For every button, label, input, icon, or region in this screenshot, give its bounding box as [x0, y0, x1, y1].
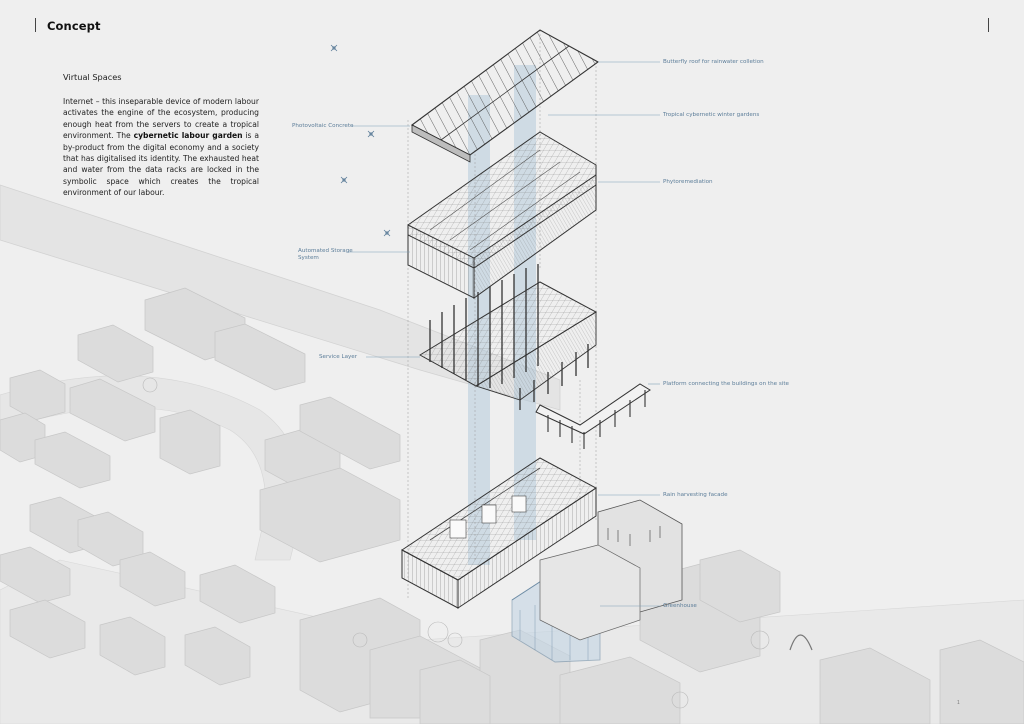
header-left-rule [35, 18, 37, 32]
label-greenhouse: Greenhouse [663, 603, 697, 609]
context-building [699, 549, 781, 623]
building-side-facade [457, 487, 597, 609]
context-building [184, 626, 251, 686]
connecting-platform [535, 383, 651, 449]
drone-icon [367, 130, 375, 138]
intro-paragraph: Internet – this inseparable device of mo… [63, 96, 259, 199]
intro-text-after: is a by-product from the digital economy… [63, 131, 259, 198]
context-building [69, 378, 156, 442]
road [0, 184, 561, 411]
annex-building [539, 499, 683, 641]
context-building [214, 323, 306, 391]
drone-icon [340, 176, 348, 184]
server-rack [481, 504, 497, 524]
service-layer [419, 264, 598, 410]
context-building [939, 639, 1024, 724]
section-heading: Virtual Spaces [63, 72, 122, 82]
label-phytoremediation: Phytoremediation [663, 179, 713, 185]
context-building [9, 599, 86, 659]
page-number: 1 [957, 700, 960, 706]
intro-text-before: Internet – this inseparable device of mo… [63, 97, 259, 141]
data-centre-building [401, 457, 597, 609]
context-building [34, 431, 111, 489]
drone-icon [330, 44, 338, 52]
server-rack [511, 495, 527, 513]
header-right-rule [988, 18, 990, 32]
label-photovoltaic: Photovoltaic Concrete [292, 123, 354, 129]
context-building [119, 551, 186, 607]
context-building [819, 647, 931, 724]
context-building [159, 409, 221, 475]
arch-gate [789, 634, 813, 651]
drone-icons [330, 44, 391, 237]
context-building [9, 369, 66, 421]
context-building [559, 656, 681, 724]
storage-garden-block [407, 131, 597, 299]
leader-lines [348, 61, 660, 607]
block-side [473, 174, 597, 299]
site-context [0, 184, 1024, 724]
context-building [99, 616, 166, 676]
label-butterfly-roof: Butterfly roof for rainwater colletion [663, 59, 764, 65]
label-facade: Rain harvesting facade [663, 492, 728, 498]
context-building [259, 467, 401, 563]
service-columns [429, 264, 589, 410]
label-platform: Platform connecting the buildings on the… [663, 381, 789, 387]
label-winter-gardens: Tropical cybernetic winter gardens [663, 112, 760, 118]
page-title: Concept [47, 19, 101, 33]
context-building [299, 396, 401, 470]
label-storage-line2: System [298, 255, 319, 261]
context-building [0, 546, 71, 604]
intro-highlight: cybernetic labour garden [133, 131, 243, 141]
context-building [419, 659, 491, 724]
server-rack [449, 519, 467, 539]
label-service-layer: Service Layer [319, 354, 358, 360]
context-building [77, 324, 154, 383]
drone-icon [383, 229, 391, 237]
label-storage-line1: Automated Storage [298, 248, 353, 254]
context-building [199, 564, 276, 624]
butterfly-roof [410, 29, 600, 163]
